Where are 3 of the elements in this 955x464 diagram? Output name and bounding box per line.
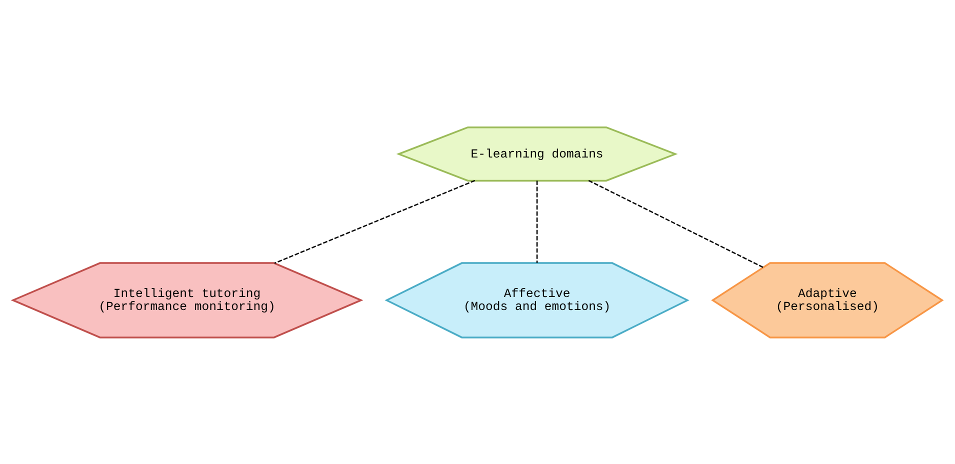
connector [588, 179, 764, 268]
connector [274, 179, 476, 264]
connector [536, 180, 538, 262]
